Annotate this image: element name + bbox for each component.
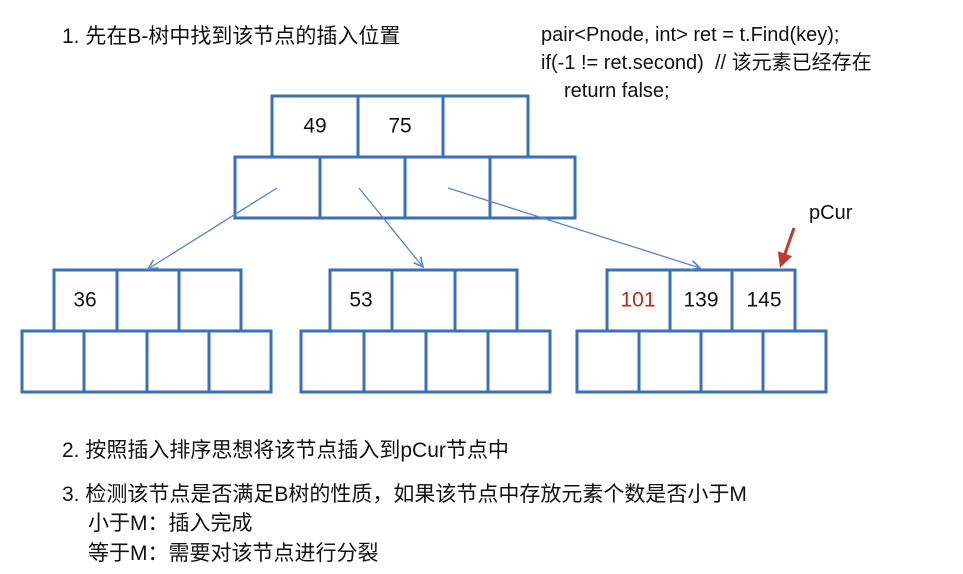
pcur-pointer-arrow bbox=[777, 227, 796, 268]
code-line-1: pair<Pnode, int> ret = t.Find(key); bbox=[541, 24, 840, 46]
child-node-2: 53 bbox=[299, 268, 552, 394]
link-arrow bbox=[447, 187, 700, 268]
link-arrow bbox=[148, 187, 278, 269]
child-key: 139 bbox=[683, 289, 718, 312]
child-key-cell bbox=[390, 268, 457, 333]
child-pointer-cell bbox=[486, 329, 552, 394]
child-key-cell bbox=[177, 268, 243, 333]
child-node-1: 36 bbox=[20, 268, 273, 394]
child-pointer-cell bbox=[20, 329, 86, 394]
root-node: 49 75 bbox=[233, 94, 577, 220]
inserted-key: 101 bbox=[620, 289, 655, 312]
child-key: 145 bbox=[746, 289, 781, 312]
root-key-cell bbox=[270, 94, 360, 159]
child-key: 53 bbox=[349, 289, 372, 312]
root-pointer-cell bbox=[318, 155, 407, 220]
child-pointer-cell bbox=[299, 329, 366, 394]
root-key: 49 bbox=[303, 115, 326, 138]
step-3-text: 3. 检测该节点是否满足B树的性质，如果该节点中存放元素个数是否小于M bbox=[62, 483, 747, 506]
child-pointer-cell bbox=[637, 329, 703, 394]
root-key: 75 bbox=[388, 115, 411, 138]
child-key-cell bbox=[115, 268, 181, 333]
code-line-2: if(-1 != ret.second) // 该元素已经存在 bbox=[541, 52, 872, 74]
link-arrow bbox=[358, 187, 423, 267]
child-pointer-cell bbox=[761, 329, 828, 394]
step-3-case-less: 小于M：插入完成 bbox=[88, 512, 253, 535]
child-pointer-cell bbox=[424, 329, 490, 394]
root-pointer-cell bbox=[233, 155, 322, 220]
code-line-3: return false; bbox=[564, 80, 670, 102]
child-pointer-cell bbox=[362, 329, 428, 394]
child-key: 36 bbox=[73, 289, 96, 312]
root-pointer-cell bbox=[488, 155, 577, 220]
root-key-cell bbox=[441, 94, 530, 159]
step-3-case-equal: 等于M：需要对该节点进行分裂 bbox=[88, 542, 379, 565]
child-key-cell bbox=[453, 268, 519, 333]
step-1-text: 1. 先在B-树中找到该节点的插入位置 bbox=[62, 25, 401, 48]
child-pointer-cell bbox=[575, 329, 641, 394]
child-node-3-pcur: 101 139 145 bbox=[575, 268, 828, 394]
child-pointer-cell bbox=[145, 329, 211, 394]
child-pointer-cell bbox=[699, 329, 765, 394]
child-pointer-cell bbox=[207, 329, 273, 394]
step-2-text: 2. 按照插入排序思想将该节点插入到pCur节点中 bbox=[62, 439, 509, 462]
root-pointer-cell bbox=[403, 155, 492, 220]
child-pointer-cell bbox=[82, 329, 149, 394]
pcur-label: pCur bbox=[809, 202, 853, 224]
